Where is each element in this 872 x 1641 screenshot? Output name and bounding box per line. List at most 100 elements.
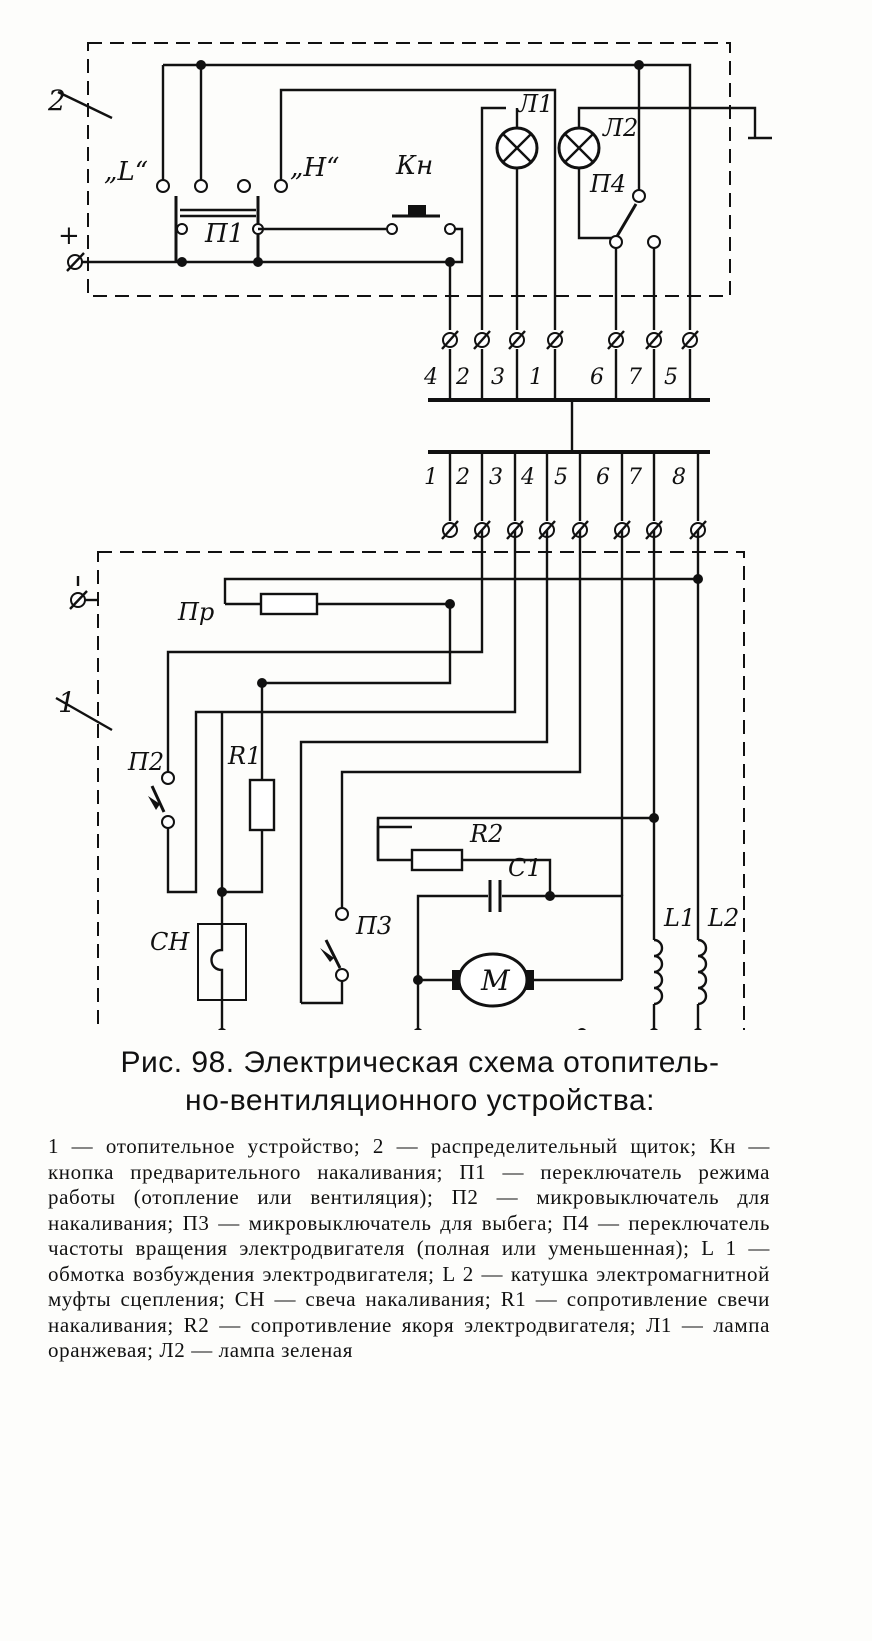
heater-1-leader	[55, 696, 113, 732]
node	[177, 257, 187, 267]
label-r2: R2	[469, 820, 503, 848]
motor-brush-left	[452, 970, 460, 990]
node	[218, 1028, 226, 1030]
label-pr: Пр	[177, 598, 214, 626]
top-terminal-number: 5	[664, 365, 678, 390]
top-terminal-number: 6	[590, 365, 604, 390]
wire-p3	[340, 530, 582, 908]
resistor-r2	[410, 848, 464, 872]
wire-p2	[166, 530, 484, 772]
bottom-terminal-number: 3	[489, 465, 503, 490]
terminal-p2-b	[161, 815, 175, 829]
top-terminal-number: 7	[628, 365, 642, 390]
label-coil-l1: L1	[663, 904, 695, 932]
terminal-p4-b	[647, 235, 661, 249]
wire-fuse-top	[223, 577, 698, 604]
wiring-diagram: 2 + „L“ „H“ П1 Кн	[47, 42, 772, 1030]
label-p3: П3	[355, 912, 392, 940]
label-p1: П1	[204, 219, 244, 249]
label-l1-lamp: Л1	[517, 90, 553, 118]
glow-plug-filament	[210, 924, 224, 1030]
terminal-p1-a	[194, 179, 208, 193]
top-terminal-3	[508, 330, 526, 350]
label-kn: Кн	[395, 151, 433, 181]
terminal-L	[156, 179, 170, 193]
label-p2: П2	[127, 748, 164, 776]
top-terminal-1	[546, 330, 564, 350]
coil-l2	[697, 938, 708, 1006]
top-terminal-number: 1	[529, 365, 543, 390]
switch-p2-blade	[150, 785, 166, 813]
top-terminal-2	[473, 330, 491, 350]
label-motor: M	[480, 964, 511, 997]
terminal-p3-b	[335, 968, 349, 982]
wire-lamp1-a	[480, 106, 506, 330]
label-r1: R1	[227, 742, 261, 770]
heater-unit-boundary	[97, 551, 745, 1030]
lamp-l1	[495, 126, 539, 170]
terminal-p4-a	[609, 235, 623, 249]
caption-title-line-1: Рис. 98. Электрическая схема отопитель-	[120, 1046, 720, 1079]
node	[650, 1028, 658, 1030]
lamp-l2	[557, 126, 601, 170]
terminal-p1-b	[237, 179, 251, 193]
wire-H	[279, 88, 557, 330]
switch-p4-blade	[614, 203, 638, 239]
top-terminal-5	[681, 330, 699, 350]
terminal-p2-a	[161, 771, 175, 785]
bottom-terminal-1	[441, 520, 459, 540]
node	[578, 1028, 586, 1030]
bottom-terminal-number: 2	[455, 465, 470, 490]
minus-terminal	[69, 576, 98, 610]
top-terminal-number: 3	[491, 365, 505, 390]
distribution-panel-boundary	[87, 42, 731, 297]
switch-p2-actuator	[148, 796, 160, 810]
top-terminal-4	[441, 330, 459, 350]
label-heater-1: 1	[58, 686, 76, 719]
caption-title-line-2: но-вентиляционного устройства:	[185, 1084, 655, 1117]
label-H: „H“	[290, 153, 339, 183]
wire-p3-loop	[299, 530, 549, 1003]
label-sn: СН	[150, 928, 190, 956]
wire-c1-left	[416, 894, 488, 980]
wire-r2-top	[376, 816, 654, 827]
wire-5	[639, 63, 692, 330]
label-coil-l2: L2	[707, 904, 739, 932]
switch-p3-blade	[324, 939, 342, 969]
wire-r2-right	[462, 858, 552, 896]
node	[414, 1028, 422, 1030]
top-terminal-number: 2	[455, 365, 470, 390]
wire-r1-bottom	[222, 830, 264, 894]
terminal-p4-common	[632, 189, 646, 203]
resistor-r1	[248, 778, 276, 832]
wire-r1-supply	[262, 604, 452, 685]
plus-terminal	[66, 252, 85, 272]
fuse-pr	[259, 592, 319, 616]
switch-p3-actuator	[320, 948, 334, 962]
motor-brush-right	[526, 970, 534, 990]
bottom-terminal-number: 5	[554, 465, 568, 490]
label-l2-lamp: Л2	[602, 114, 638, 142]
bottom-terminal-number: 6	[596, 465, 610, 490]
coil-l1	[653, 938, 664, 1006]
top-terminal-6	[607, 330, 625, 350]
terminal-H	[274, 179, 288, 193]
wire-lamp2-b	[577, 168, 612, 240]
bottom-terminal-number: 7	[628, 465, 642, 490]
figure-caption-title: Рис. 98. Электрическая схема отопитель- …	[40, 1044, 800, 1120]
label-L: „L“	[104, 157, 148, 187]
node	[545, 891, 555, 901]
label-panel-2: 2	[47, 84, 66, 117]
button-kn	[258, 205, 464, 264]
terminal-p3-a	[335, 907, 349, 921]
top-terminal-number: 4	[423, 365, 438, 390]
node	[694, 1028, 702, 1030]
bottom-terminal-number: 1	[424, 465, 438, 490]
label-plus: +	[58, 221, 80, 251]
figure-legend: 1 — отопительное устройство; 2 — распред…	[48, 1134, 770, 1362]
label-c1: C1	[508, 854, 542, 882]
top-terminal-7	[645, 330, 663, 350]
